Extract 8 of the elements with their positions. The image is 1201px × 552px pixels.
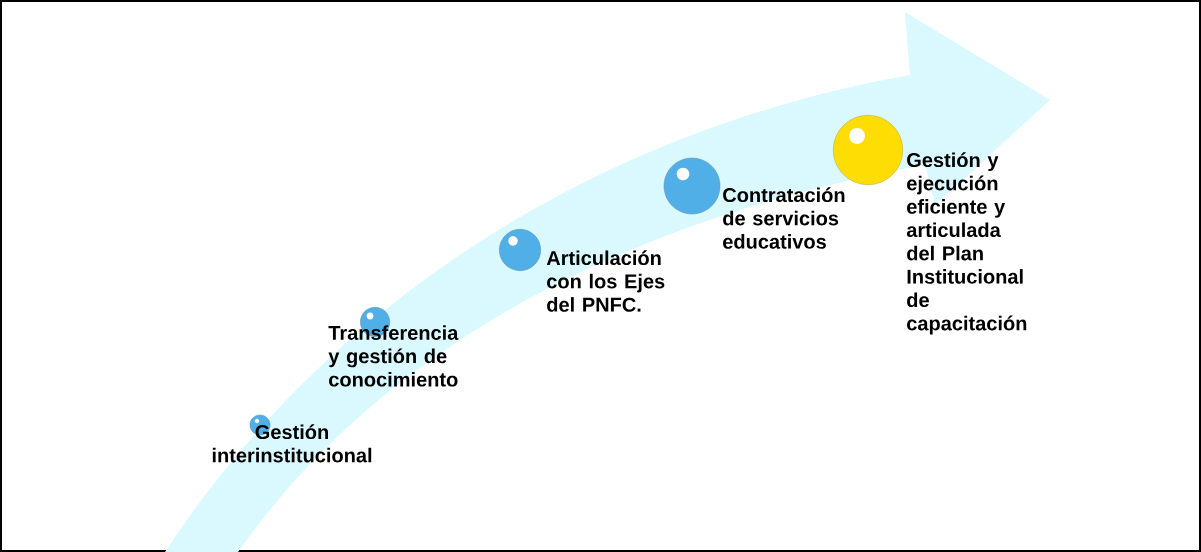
- step-label: Gestión y ejecución eficiente y articulada del Plan Institucional de capacitación: [906, 152, 1027, 335]
- sphere: [833, 115, 903, 185]
- step-label: Articulación con los Ejes del PNFC.: [546, 250, 665, 312]
- sphere: [499, 229, 541, 271]
- step-label: Gestión interinstitucional: [212, 424, 372, 463]
- step-label: Contratación de servicios educativos: [723, 187, 845, 249]
- step-label: Transferencia y gestión de conocimiento: [328, 325, 459, 387]
- sphere: [663, 157, 721, 215]
